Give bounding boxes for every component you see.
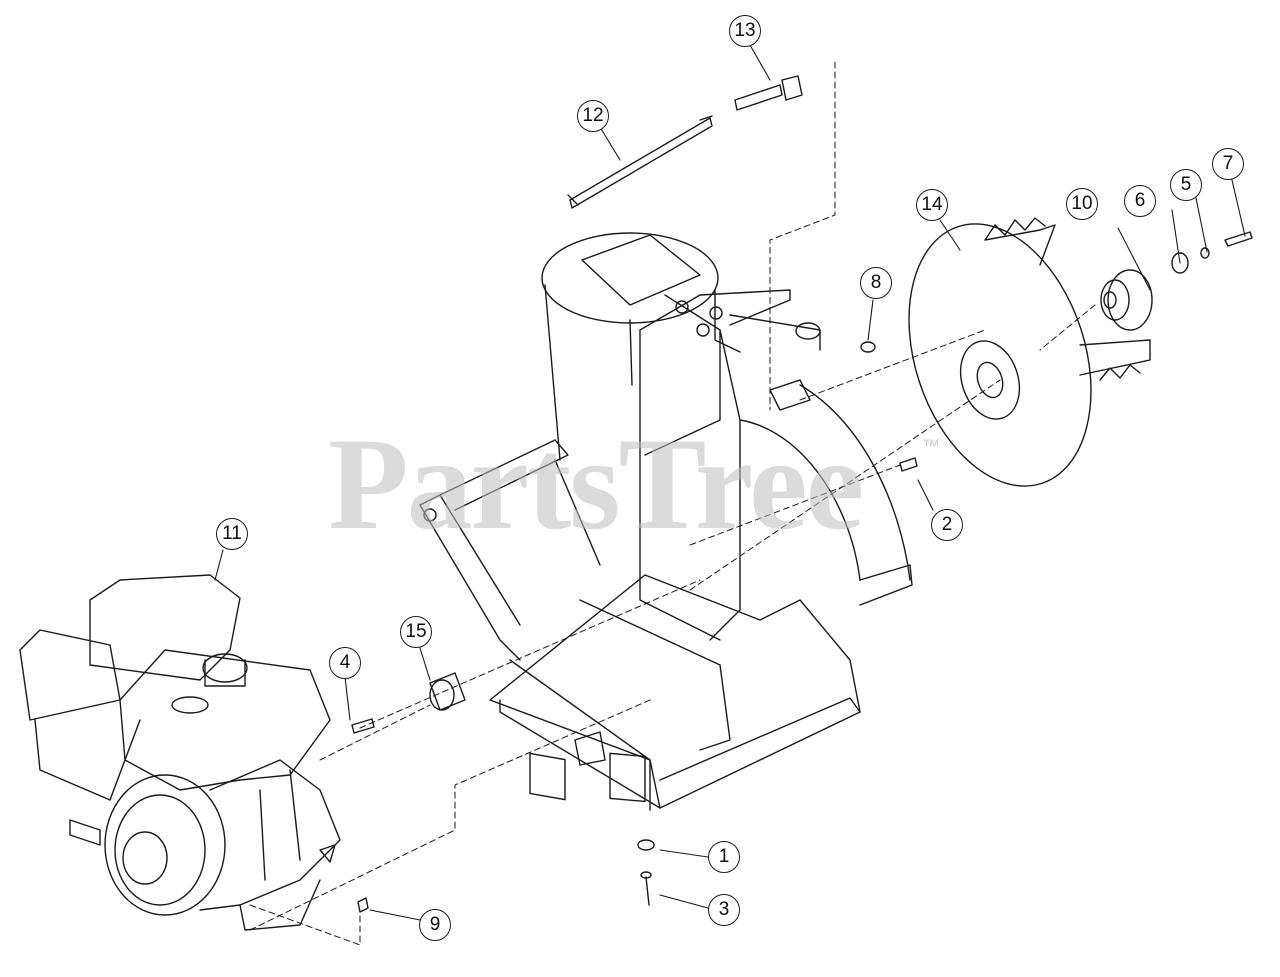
callout-9[interactable]: 9	[419, 909, 451, 941]
callout-5[interactable]: 5	[1170, 169, 1202, 201]
chipper-frame	[419, 439, 861, 811]
callout-7[interactable]: 7	[1212, 148, 1244, 180]
callout-3[interactable]: 3	[708, 894, 740, 926]
callout-11[interactable]: 11	[216, 518, 248, 550]
callout-6[interactable]: 6	[1124, 185, 1156, 217]
callout-10[interactable]: 10	[1066, 188, 1098, 220]
spacer-and-key	[351, 672, 466, 734]
callout-13[interactable]: 13	[729, 15, 761, 47]
callout-15[interactable]: 15	[400, 616, 432, 648]
rotor-disc	[908, 217, 1151, 487]
callout-12[interactable]: 12	[577, 100, 609, 132]
cable-parts	[567, 75, 803, 209]
callout-14[interactable]: 14	[916, 189, 948, 221]
small-hardware	[357, 341, 918, 913]
alignment-lines	[249, 61, 1096, 946]
engine	[19, 574, 341, 931]
callout-2[interactable]: 2	[931, 509, 963, 541]
trademark-symbol: ™	[922, 436, 940, 456]
callout-8[interactable]: 8	[860, 267, 892, 299]
leader-lines	[214, 44, 1246, 921]
rotor-hub	[1100, 231, 1253, 331]
callout-4[interactable]: 4	[329, 647, 361, 679]
callout-1[interactable]: 1	[708, 841, 740, 873]
discharge-chute	[541, 232, 741, 566]
